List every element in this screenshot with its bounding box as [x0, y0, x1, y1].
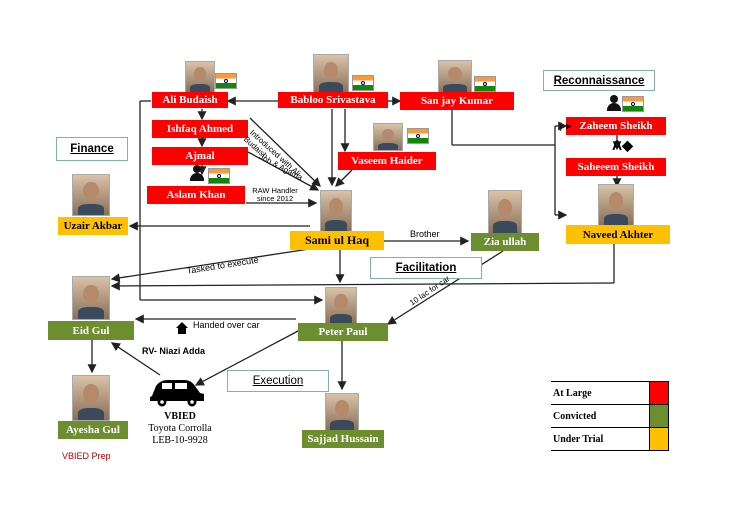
- house-icon: [176, 322, 188, 334]
- node-babloo-srivastava[interactable]: Babloo Srivastava: [278, 92, 388, 108]
- node-ali-budaish[interactable]: Ali Budaish: [152, 92, 228, 108]
- section-finance: Finance: [56, 137, 128, 161]
- node-eid-gul[interactable]: Eid Gul: [48, 321, 134, 340]
- car-icon: [150, 380, 204, 407]
- node-uzair-akbar[interactable]: Uzair Akbar: [58, 217, 128, 235]
- babloo-photo: [313, 54, 349, 94]
- legend-row-under-trial: Under Trial: [551, 427, 669, 451]
- node-zaheem-sheikh[interactable]: Zaheem Sheikh: [566, 117, 666, 135]
- india-flag-icon: [474, 76, 496, 92]
- node-zia-ullah[interactable]: Zia ullah: [471, 233, 539, 251]
- edge-label-raw-handler: RAW Handler since 2012: [252, 186, 298, 203]
- node-ajmal[interactable]: Ajmal: [152, 147, 248, 165]
- eid-photo: [72, 276, 110, 320]
- legend-label: At Large: [551, 381, 650, 405]
- person-icon: [607, 95, 621, 111]
- india-flag-icon: [215, 73, 237, 89]
- india-flag-icon: [622, 96, 644, 112]
- person-icon: [190, 165, 204, 181]
- section-execution: Execution: [227, 370, 329, 392]
- node-sajjad-hussain[interactable]: Sajjad Hussain: [302, 430, 384, 448]
- section-facilitation: Facilitation: [370, 257, 482, 279]
- vbied-model: Toyota Corrolla: [148, 423, 212, 434]
- ayesha-photo: [72, 375, 110, 421]
- edge-label-niazi-adda: RV- Niazi Adda: [142, 346, 206, 356]
- node-aslam-khan[interactable]: Aslam Khan: [147, 186, 245, 204]
- naveed-photo: [598, 184, 634, 226]
- section-reconnaissance: Reconnaissance: [543, 70, 655, 91]
- legend-row-at-large: At Large: [551, 381, 669, 405]
- legend-label: Under Trial: [551, 427, 650, 451]
- uzair-photo: [72, 174, 110, 216]
- node-vaseem-haider[interactable]: Vaseem Haider: [338, 152, 436, 170]
- vbied-title: VBIED: [164, 411, 196, 422]
- node-peter-paul[interactable]: Peter Paul: [298, 323, 388, 341]
- india-flag-icon: [352, 75, 374, 91]
- vbied-prep-label: VBIED Prep: [62, 451, 111, 461]
- node-naveed-akhter[interactable]: Naveed Akhter: [566, 225, 670, 244]
- zaheem-prefix-label: j ►: [560, 121, 574, 131]
- ali-budaish-photo: [185, 61, 215, 93]
- zia-photo: [488, 190, 522, 234]
- vbied-plate: LEB-10-9928: [152, 435, 208, 446]
- sajjad-photo: [325, 393, 359, 431]
- a-marker: A◆: [612, 137, 633, 153]
- vbied-info: VBIED Toyota Corrolla LEB-10-9928: [140, 411, 220, 447]
- legend-swatch-convicted: [649, 404, 669, 428]
- node-sami-ul-haq[interactable]: Sami ul Haq: [290, 231, 384, 250]
- legend-label: Convicted: [551, 404, 650, 428]
- legend-swatch-under-trial: [649, 427, 669, 451]
- sami-photo: [320, 190, 352, 232]
- node-sanjay-kumar[interactable]: San jay Kumar: [400, 92, 514, 110]
- india-flag-icon: [208, 168, 230, 184]
- sanjay-photo: [438, 60, 472, 94]
- legend-swatch-at-large: [649, 381, 669, 405]
- node-ayesha-gul[interactable]: Ayesha Gul: [58, 421, 128, 439]
- edge-label-brother: Brother: [410, 229, 440, 239]
- legend-row-convicted: Convicted: [551, 404, 669, 428]
- vaseem-photo: [373, 123, 403, 151]
- edge-label-handed-over: Handed over car: [193, 320, 260, 330]
- node-saheeem-sheikh[interactable]: Saheeem Sheikh: [566, 158, 666, 176]
- node-ishfaq-ahmed[interactable]: Ishfaq Ahmed: [152, 120, 248, 138]
- status-legend: At Large Convicted Under Trial: [551, 381, 669, 451]
- india-flag-icon: [407, 128, 429, 144]
- peter-photo: [325, 287, 357, 325]
